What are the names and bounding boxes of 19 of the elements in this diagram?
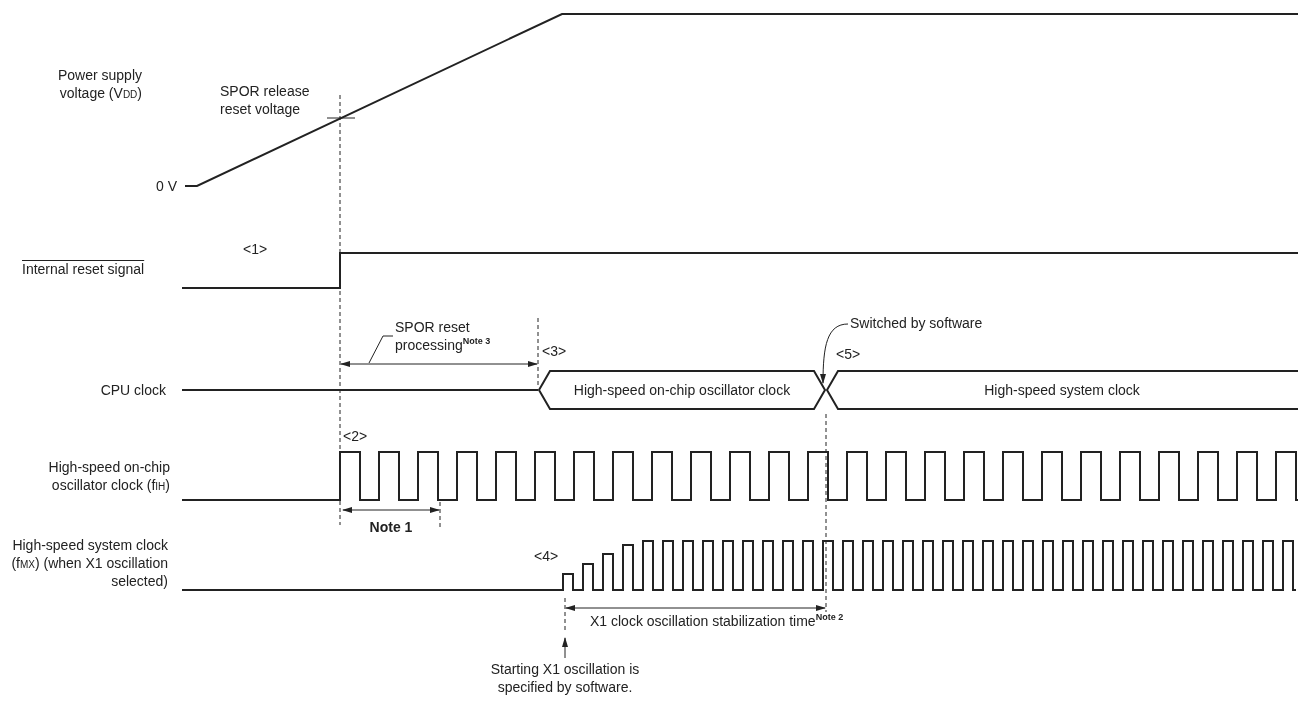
note-reference: Note 1 [368, 518, 414, 537]
annotation-text: SPOR reset processing$^{Note 3}$ [395, 318, 530, 355]
arrow [820, 323, 849, 384]
step-marker: <1> [243, 240, 269, 259]
annotation-text: Switched by software [850, 314, 983, 333]
duration-label: X1 clock oscillation stabilization time$^{Note 2}$ [590, 612, 845, 631]
threshold-label: SPOR release reset voltage [220, 82, 311, 119]
step-marker: <3> [542, 342, 568, 361]
annotation-text: Starting X1 oscillation is specified by software. [489, 660, 641, 697]
step-marker: <4> [534, 547, 560, 566]
arrow [562, 637, 568, 659]
clock-state-segment: High-speed on-chip oscillator clock [538, 370, 826, 410]
step-marker: <2> [343, 427, 369, 446]
step-marker: <5> [836, 345, 862, 364]
voltage-label: 0 V [155, 177, 177, 196]
signal-name: Internal reset signal [22, 260, 145, 279]
leader-line [368, 335, 394, 364]
clock-state-segment: High-speed system clock [826, 370, 1298, 410]
signal-name: CPU clock [99, 381, 166, 400]
